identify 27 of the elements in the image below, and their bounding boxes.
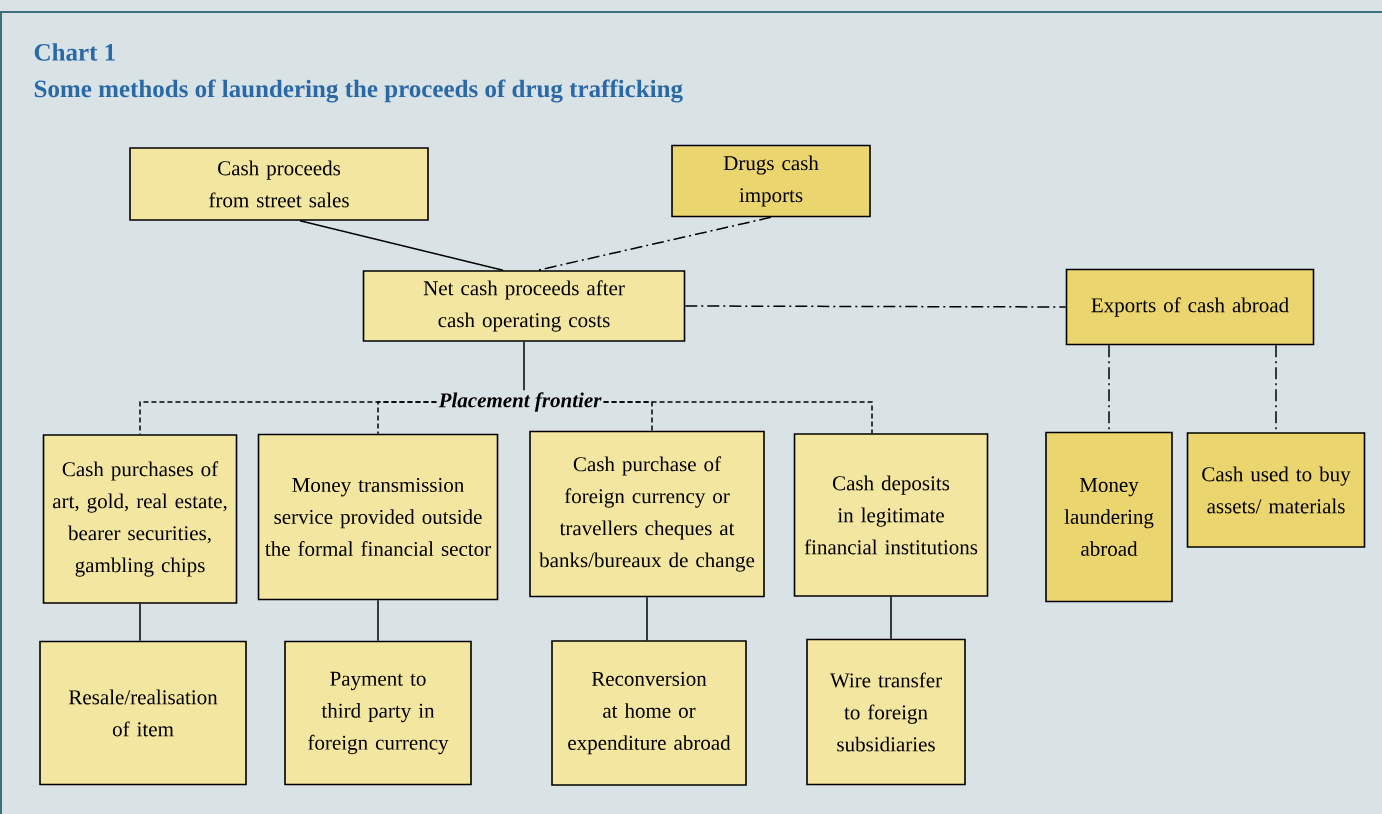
connector-line <box>139 603 141 642</box>
process-box: Payment to third party in foreign currency <box>284 640 472 786</box>
process-box: Reconversion at home or expenditure abroad <box>551 640 747 786</box>
process-box: Cash deposits in legitimate financial institutions <box>793 433 989 597</box>
process-box: Drugs cash imports <box>671 144 871 218</box>
connector-line <box>377 401 438 435</box>
process-box: Resale/realisation of item <box>39 640 247 786</box>
connector-line <box>890 596 892 640</box>
process-box: Cash proceeds from street sales <box>129 147 429 221</box>
connector-line <box>299 220 504 271</box>
process-box: Cash used to buy assets/ materials <box>1186 432 1366 548</box>
chart-title: Chart 1 <box>34 43 115 61</box>
connector-line <box>602 401 873 434</box>
connector-line <box>537 216 772 271</box>
process-box: Wire transfer to foreign subsidiaries <box>806 638 966 786</box>
connector-line <box>377 599 379 642</box>
process-box: Exports of cash abroad <box>1065 268 1315 346</box>
frontier-label: Placement frontier <box>438 392 602 412</box>
connector-line <box>646 596 648 641</box>
chart-subtitle: Some methods of laundering the proceeds of drug trafficking <box>34 79 683 103</box>
process-box: Money transmission service provided outside the formal financial sector <box>257 433 499 601</box>
process-box: Cash purchase of foreign currency or travellers cheques at banks/bureaux de change <box>529 430 765 598</box>
connector-line <box>523 341 525 391</box>
process-box: Money laundering abroad <box>1045 431 1173 603</box>
process-box: Net cash proceeds after cash operating costs <box>362 270 686 342</box>
process-box: Cash purchases of art, gold, real estate, bearer securities, gambling chips <box>42 434 238 604</box>
connector-line <box>684 305 1067 308</box>
